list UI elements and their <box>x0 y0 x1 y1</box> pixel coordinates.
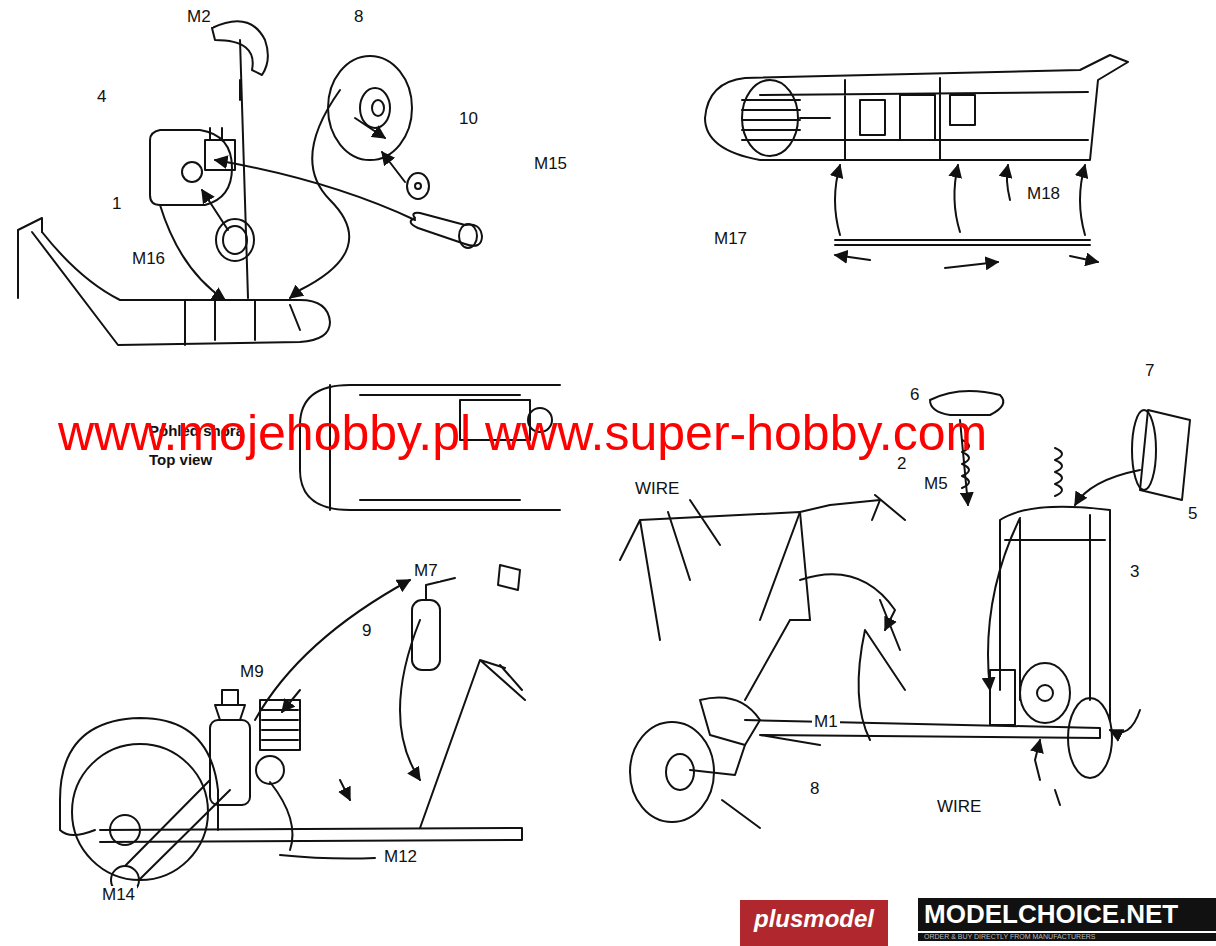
callout-number: 4 <box>95 88 108 107</box>
part-number: M7 <box>412 562 440 581</box>
part-number: M14 <box>100 886 137 905</box>
callout-number: 3 <box>1128 563 1141 582</box>
callout-number: 5 <box>1186 505 1199 524</box>
part-number: M9 <box>238 663 266 682</box>
part-number: M1 <box>812 713 840 732</box>
callout-number: 8 <box>352 8 365 27</box>
callout-number: 7 <box>1143 362 1156 381</box>
callout-number: 1 <box>110 195 123 214</box>
watermark: www.mojehobby.pl www.super-hobby.com <box>58 406 987 461</box>
callout-number: 6 <box>908 386 921 405</box>
callout-number: 9 <box>360 622 373 641</box>
part-number: M17 <box>712 230 749 249</box>
brand-tagline: ORDER & BUY DIRECTLY FROM MANUFACTURERS <box>918 933 1216 941</box>
wire-label: WIRE <box>935 798 983 817</box>
callout-number: 2 <box>895 455 908 474</box>
part-number: M2 <box>185 8 213 27</box>
callout-number: 8 <box>808 780 821 799</box>
part-number: M5 <box>922 475 950 494</box>
brand-logo: plusmodel <box>740 900 888 946</box>
part-number: M16 <box>130 250 167 269</box>
part-number: M15 <box>532 155 569 174</box>
part-number: M12 <box>382 848 419 867</box>
brand-logo: MODELCHOICE.NET <box>918 898 1216 931</box>
callout-number: 10 <box>457 110 480 129</box>
part-number: M18 <box>1025 185 1062 204</box>
wire-label: WIRE <box>633 480 681 499</box>
